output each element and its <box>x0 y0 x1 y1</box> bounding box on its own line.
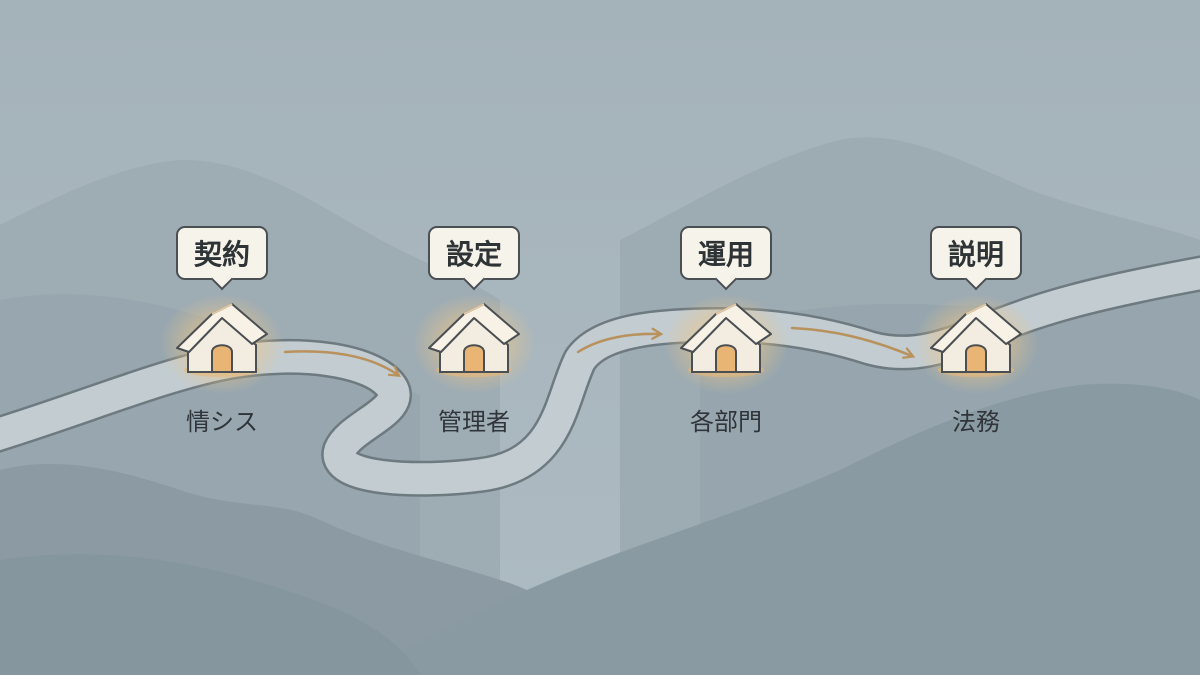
mountain-foreground <box>0 554 420 675</box>
mountain-near-right <box>360 383 1200 675</box>
house-3 <box>664 294 788 394</box>
step-bubble-setup: 設定 <box>427 226 521 280</box>
owner-label-legal: 法務 <box>952 408 1000 436</box>
step-bubble-contract: 契約 <box>175 226 269 280</box>
owner-label-admin: 管理者 <box>438 408 510 436</box>
owner-label-it: 情シス <box>186 408 258 436</box>
step-bubble-operation: 運用 <box>679 226 773 280</box>
flow-arrow-2 <box>576 327 664 354</box>
flow-arrow-1 <box>283 350 401 378</box>
owner-label-departments: 各部門 <box>690 408 762 436</box>
house-4 <box>914 294 1038 394</box>
house-2 <box>412 294 536 394</box>
step-bubble-explanation: 説明 <box>929 226 1023 280</box>
flow-arrow-3 <box>790 326 916 359</box>
house-1 <box>160 294 284 394</box>
